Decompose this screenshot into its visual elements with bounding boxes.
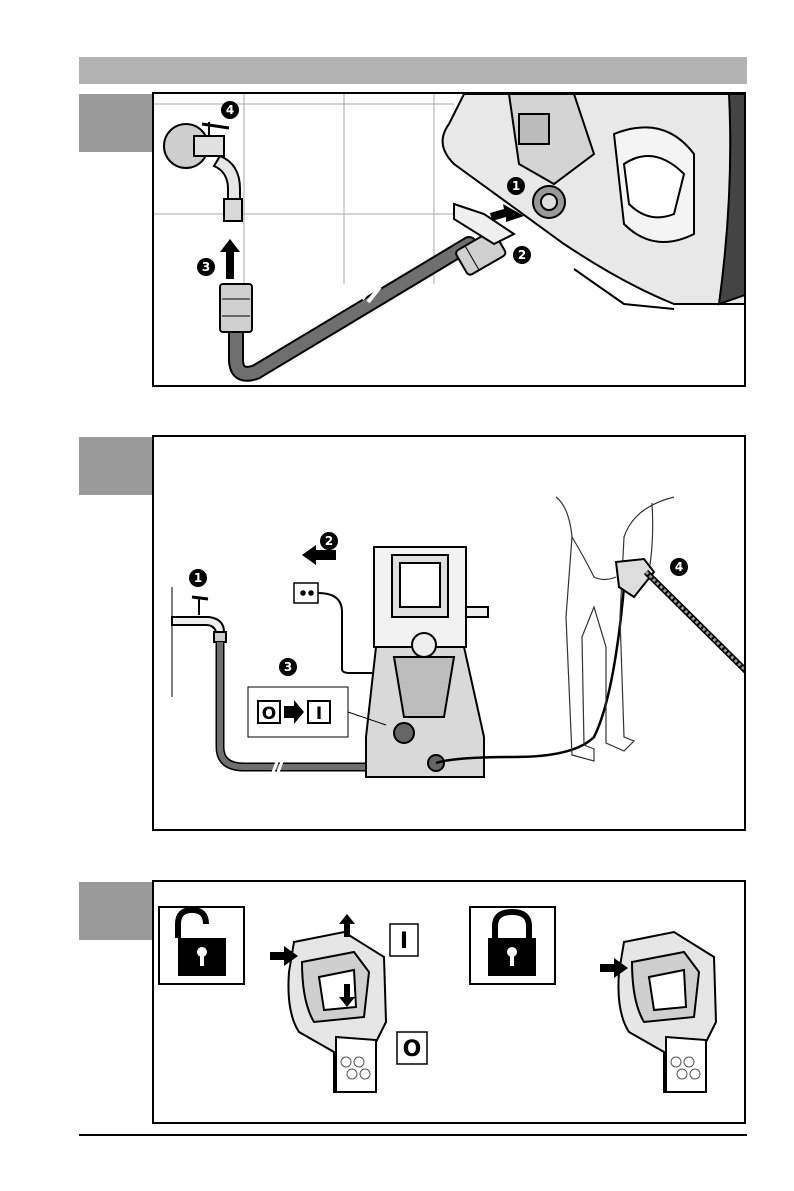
callout-3-label: 3 — [284, 660, 292, 674]
callout-4-label: 4 — [675, 560, 683, 574]
lock-open-icon — [159, 907, 244, 984]
wall-tiles — [154, 94, 454, 284]
pressure-washer-drawing — [366, 547, 488, 777]
figure-2-operation-overview: O I 1 2 3 4 — [152, 435, 746, 831]
on-symbol-label: I — [316, 704, 322, 724]
figure-2-tab — [79, 437, 153, 495]
callout-1: 1 — [189, 569, 207, 587]
arrow-up-icon — [220, 239, 240, 279]
callout-4: 4 — [221, 101, 239, 119]
on-symbol-label: I — [400, 929, 408, 954]
switch-symbol-box: O I — [248, 687, 386, 737]
footer-rule — [79, 1134, 747, 1136]
callout-2: 2 — [513, 246, 531, 264]
garden-hose-drawing — [220, 230, 507, 374]
figure-1-tab — [79, 94, 153, 152]
figure-1-hose-connection: 4 3 1 2 — [152, 92, 746, 387]
callout-2-label: 2 — [518, 248, 526, 262]
trigger-gun-locked-drawing — [618, 932, 716, 1092]
callout-4: 4 — [670, 558, 688, 576]
off-symbol-label: O — [262, 704, 276, 724]
trigger-gun-unlocked-drawing — [288, 932, 386, 1092]
water-tap-drawing — [164, 122, 242, 221]
callout-3: 3 — [279, 658, 297, 676]
callout-1-label: 1 — [512, 179, 520, 193]
callout-1: 1 — [507, 177, 525, 195]
section-header-bar — [79, 57, 747, 84]
callout-1-label: 1 — [194, 571, 202, 585]
callout-2-label: 2 — [325, 534, 333, 548]
operator-figure-drawing — [556, 497, 674, 761]
callout-4-label: 4 — [226, 103, 234, 117]
spray-gun-drawing — [616, 559, 746, 673]
off-symbol-label: O — [403, 1037, 422, 1062]
callout-2: 2 — [320, 532, 338, 550]
power-plug-drawing — [294, 583, 382, 673]
pressure-washer-body-drawing — [443, 94, 746, 309]
lock-closed-icon — [470, 907, 555, 984]
figure-3-trigger-lock: I O — [152, 880, 746, 1124]
callout-3: 3 — [197, 258, 215, 276]
callout-3-label: 3 — [202, 260, 210, 274]
figure-3-tab — [79, 882, 153, 940]
